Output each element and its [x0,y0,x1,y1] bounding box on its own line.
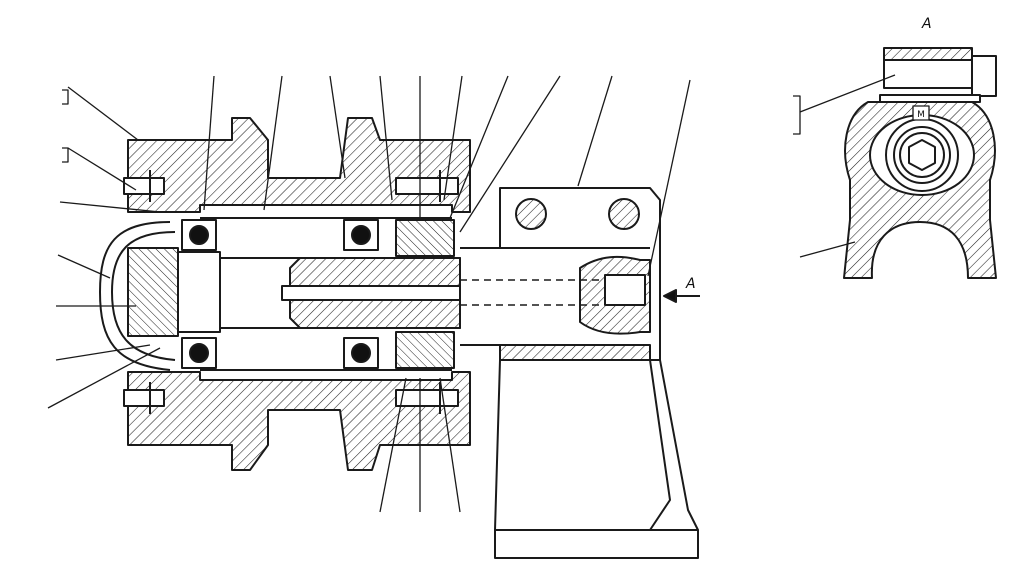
view-a-title: A [921,16,932,32]
bolts [123,170,459,414]
bearing-ball-top-right [351,225,371,245]
shaft [219,247,650,346]
seals [395,219,455,369]
plug-mark: M [917,110,925,120]
bracket-bolt-left [515,198,547,230]
bearings [181,219,379,369]
roller-housing [127,117,471,471]
end-cap [99,221,221,371]
section-arrow [663,289,700,303]
view-a [793,47,997,279]
bearing-ball-top-left [189,225,209,245]
leader-lines [47,75,691,513]
bracket-bolt-right [608,198,640,230]
support-bracket [494,187,699,559]
section-arrow-label: A [685,276,696,292]
hex-nut [908,139,936,171]
bearing-ball-bottom-right [351,343,371,363]
bearing-ball-bottom-left [189,343,209,363]
